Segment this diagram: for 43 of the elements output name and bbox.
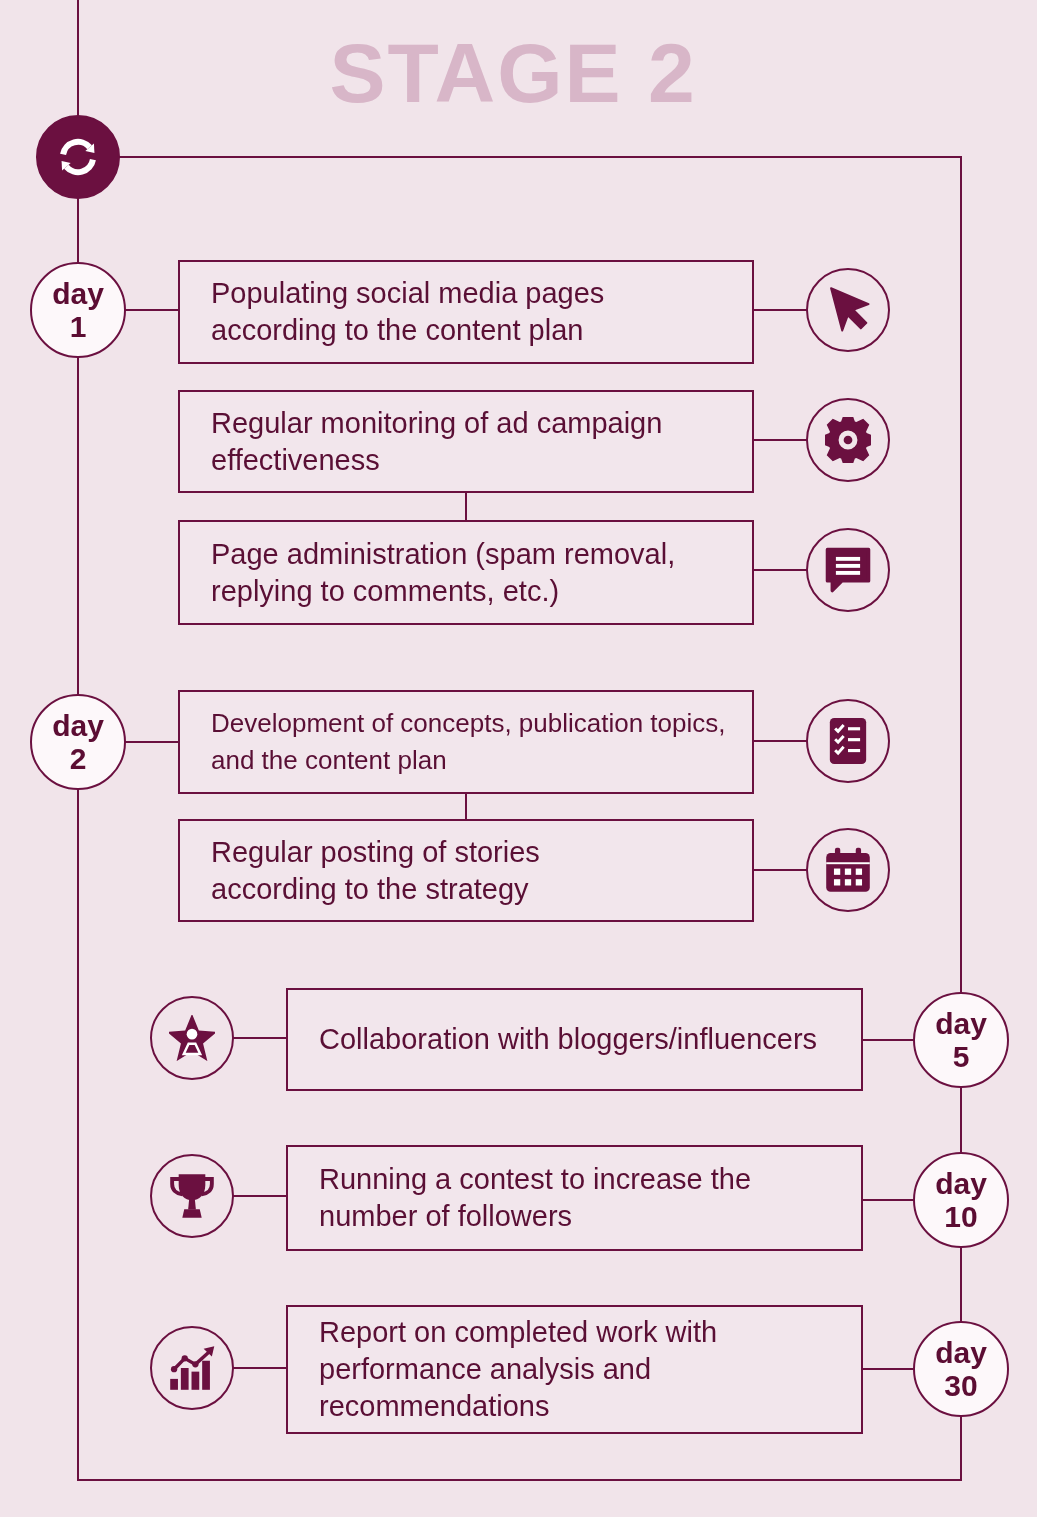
connector-line	[125, 309, 179, 311]
day-label: day 5	[935, 1007, 987, 1073]
step-box	[178, 390, 754, 493]
day-label: day 1	[52, 277, 104, 343]
connector-line	[465, 793, 467, 820]
connector-line	[862, 1368, 914, 1370]
connector-line	[753, 439, 807, 441]
connector-line	[119, 156, 962, 993]
connector-line	[753, 869, 807, 871]
step-text: Regular posting of stories according to the strategy	[211, 834, 541, 907]
step-text: Development of concepts, publication topics, and the content plan	[211, 707, 727, 777]
connector-line	[233, 1367, 287, 1369]
connector-line	[753, 740, 807, 742]
step-text: Running a contest to increase the number of followers	[319, 1162, 753, 1234]
connector-line	[125, 741, 179, 743]
connector-line	[233, 1037, 287, 1039]
connector-line	[960, 1247, 962, 1322]
connector-line	[862, 1199, 914, 1201]
connector-line	[77, 789, 962, 1481]
step-box	[178, 819, 754, 922]
step-box	[178, 520, 754, 625]
step-text: Collaboration with bloggers/influencers	[319, 1022, 818, 1057]
step-text: Page administration (spam removal, replying to comments, etc.)	[211, 536, 677, 609]
step-box	[178, 690, 754, 794]
day-label: day 30	[935, 1336, 987, 1402]
connector-line	[77, 357, 79, 695]
connector-line	[77, 0, 79, 116]
connector-line	[465, 492, 467, 521]
step-text: Report on completed work with performance analysis and recommendations	[319, 1315, 719, 1424]
day-label: day 10	[935, 1167, 987, 1233]
step-text: Regular monitoring of ad campaign effectiveness	[211, 405, 664, 478]
connector-line	[862, 1039, 914, 1041]
step-box	[286, 988, 863, 1091]
step-box	[178, 260, 754, 364]
step-text: Populating social media pages according to the content plan	[211, 276, 606, 348]
step-box	[286, 1305, 863, 1434]
connector-line	[753, 569, 807, 571]
connector-line	[233, 1195, 287, 1197]
connector-line	[960, 1087, 962, 1153]
step-box	[286, 1145, 863, 1251]
connector-line	[77, 198, 79, 263]
day-label: day 2	[52, 709, 104, 775]
connector-line	[753, 309, 807, 311]
